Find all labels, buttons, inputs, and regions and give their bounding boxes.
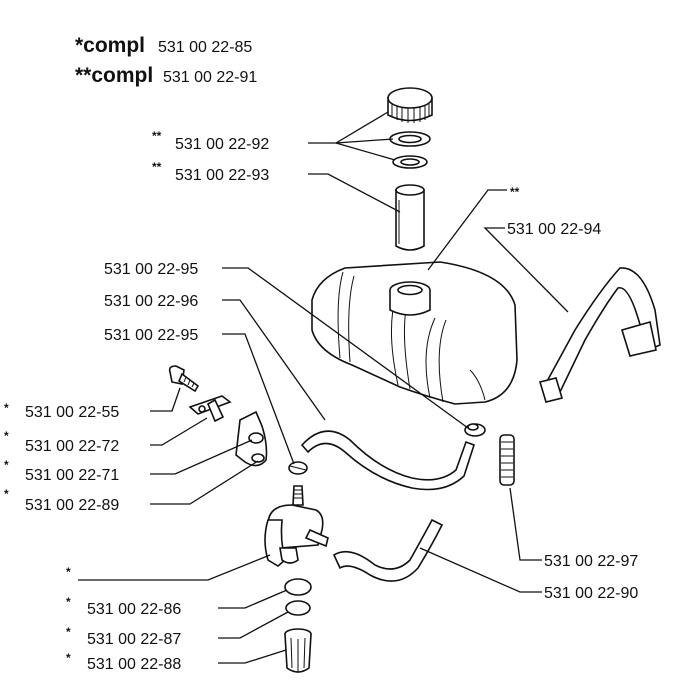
filler-strainer [395,184,425,251]
fuel-filter [499,434,515,486]
callout-72-text: 531 00 22-72 [25,438,119,455]
leader-92a [308,111,389,144]
callout-55-text: 531 00 22-55 [25,404,119,421]
callout-95a-text: 531 00 22-95 [104,261,198,278]
callout-86-mark: * [66,595,71,609]
compl1-label: *compl [75,34,145,57]
leader-86 [218,589,288,609]
fuel-tank [311,261,518,405]
leader-94 [483,227,569,313]
cap-seal [392,155,428,169]
fuel-hose [300,430,475,491]
valve-washer-2 [285,600,311,616]
leader-tank [427,189,507,271]
callout-94-text: 531 00 22-94 [507,221,601,238]
callout-87-mark: * [66,625,71,639]
leader-88 [218,649,287,664]
callout-89-text: 531 00 22-89 [25,497,119,514]
compl1-number: 531 00 22-85 [158,39,252,56]
callout-93-text: 531 00 22-93 [175,167,269,184]
compl2-number: 531 00 22-91 [163,69,257,86]
callout-87-text: 531 00 22-87 [87,631,181,648]
callout-97-text: 531 00 22-97 [544,553,638,570]
callout-92-mark: ** [152,129,162,143]
callout-71-text: 531 00 22-71 [25,467,119,484]
hose-clamp [288,461,308,475]
leader-71 [150,439,253,475]
leader-valve [78,554,271,581]
callout-55-mark: * [4,401,9,415]
leader-55 [150,387,181,412]
mount-plate [235,410,268,467]
fuel-cap [387,87,433,123]
callout-96-text: 531 00 22-96 [104,293,198,310]
tank-strap [538,267,661,403]
cap-gasket [389,131,431,147]
callout-90-text: 531 00 22-90 [544,585,638,602]
leader-97 [509,487,542,561]
callout-valve-mark: * [66,565,71,579]
callout-95b-text: 531 00 22-95 [104,327,198,344]
callout-88-mark: * [66,651,71,665]
callout-71-mark: * [4,458,9,472]
callout-72-mark: * [4,429,9,443]
leader-92c [335,142,396,161]
valve-washer-1 [284,578,312,596]
leader-90 [419,547,542,593]
tank-hose-clamp [464,423,486,437]
callout-93-mark: ** [152,160,162,174]
screw [168,365,200,393]
leader-95b [222,333,295,465]
leader-89 [150,460,259,505]
leader-93 [308,173,401,213]
return-hose [332,518,444,582]
leader-87 [218,611,289,639]
sediment-bowl [284,628,312,673]
compl2-label: **compl [75,64,153,87]
mount-bracket [188,395,232,423]
leader-96 [222,299,326,421]
leader-95a [222,267,469,429]
leader-72 [150,417,208,446]
fuel-valve [264,485,329,567]
callout-tank-mark: ** [510,185,520,199]
callout-88-text: 531 00 22-88 [87,656,181,673]
leader-92b [335,138,394,144]
callout-86-text: 531 00 22-86 [87,601,181,618]
callout-89-mark: * [4,487,9,501]
callout-92-text: 531 00 22-92 [175,136,269,153]
